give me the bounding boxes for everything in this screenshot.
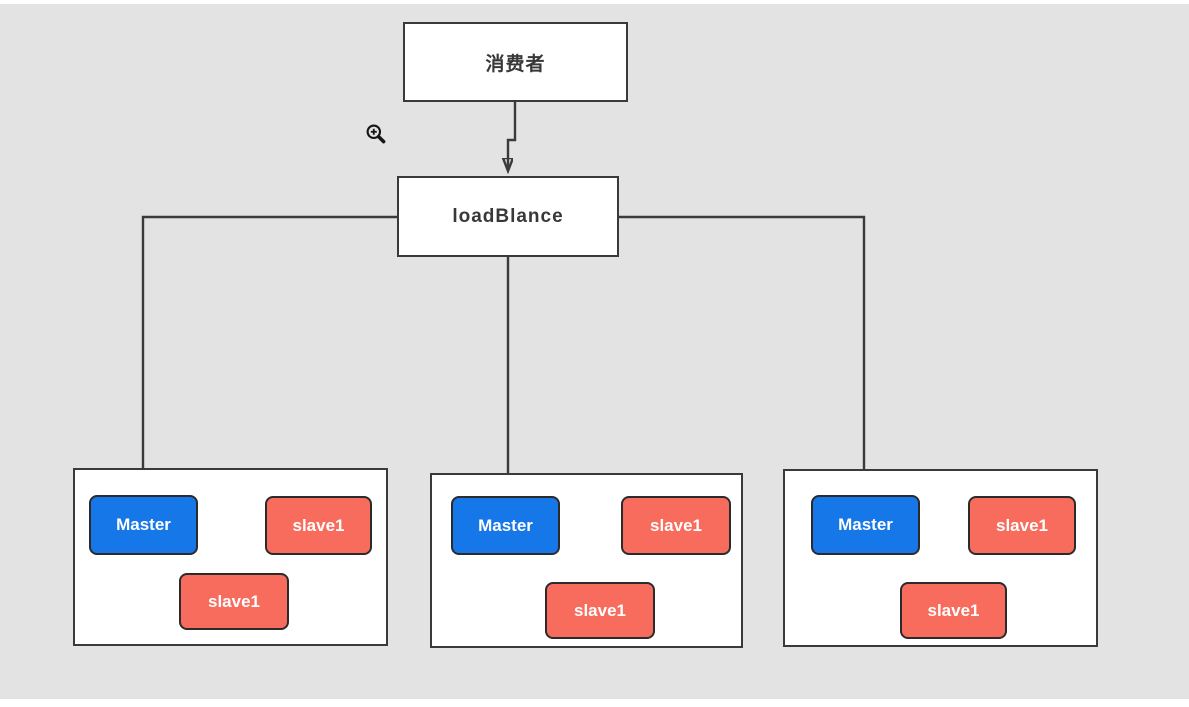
cluster-1-slave2-label: slave1 bbox=[208, 591, 260, 611]
zoom-in-cursor-icon bbox=[366, 124, 386, 144]
node-loadbalancer-label: loadBlance bbox=[452, 205, 564, 227]
node-consumer: 消费者 bbox=[403, 22, 628, 102]
cluster-2: Master slave1 slave1 bbox=[430, 473, 743, 648]
node-loadbalancer: loadBlance bbox=[397, 176, 619, 257]
cluster-3-slave2-node: slave1 bbox=[900, 582, 1007, 639]
node-consumer-label: 消费者 bbox=[485, 53, 546, 75]
edge-loadbalancer-to-cluster-1 bbox=[143, 215, 397, 489]
edge-consumer-to-loadbalancer bbox=[508, 102, 517, 170]
bottom-white-strip bbox=[0, 699, 1189, 707]
cluster-1-slave1-node: slave1 bbox=[265, 496, 372, 555]
cluster-2-master-node: Master bbox=[451, 496, 560, 555]
cluster-1-slave2-node: slave1 bbox=[179, 573, 289, 630]
cluster-3-slave1-label: slave1 bbox=[996, 515, 1048, 535]
cluster-2-slave1-node: slave1 bbox=[621, 496, 731, 555]
cluster-3-master-node: Master bbox=[811, 495, 920, 555]
cluster-2-slave2-node: slave1 bbox=[545, 582, 655, 639]
cluster-1: Master slave1 slave1 bbox=[73, 468, 388, 646]
diagram-canvas[interactable]: 消费者 loadBlance Master slave1 slave1 Mast… bbox=[0, 4, 1189, 699]
cluster-2-slave1-label: slave1 bbox=[650, 515, 702, 535]
cluster-3: Master slave1 slave1 bbox=[783, 469, 1098, 647]
cluster-3-slave2-label: slave1 bbox=[927, 600, 980, 620]
cluster-1-master-label: Master bbox=[116, 515, 171, 534]
cluster-2-slave2-label: slave1 bbox=[574, 600, 626, 620]
top-white-strip bbox=[0, 0, 1189, 4]
edge-loadbalancer-to-cluster-3 bbox=[619, 215, 864, 489]
cluster-1-master-node: Master bbox=[89, 495, 198, 555]
cluster-2-master-label: Master bbox=[478, 515, 533, 535]
cluster-1-slave1-label: slave1 bbox=[292, 515, 345, 535]
cluster-3-slave1-node: slave1 bbox=[968, 496, 1076, 555]
cluster-3-master-label: Master bbox=[838, 515, 893, 534]
